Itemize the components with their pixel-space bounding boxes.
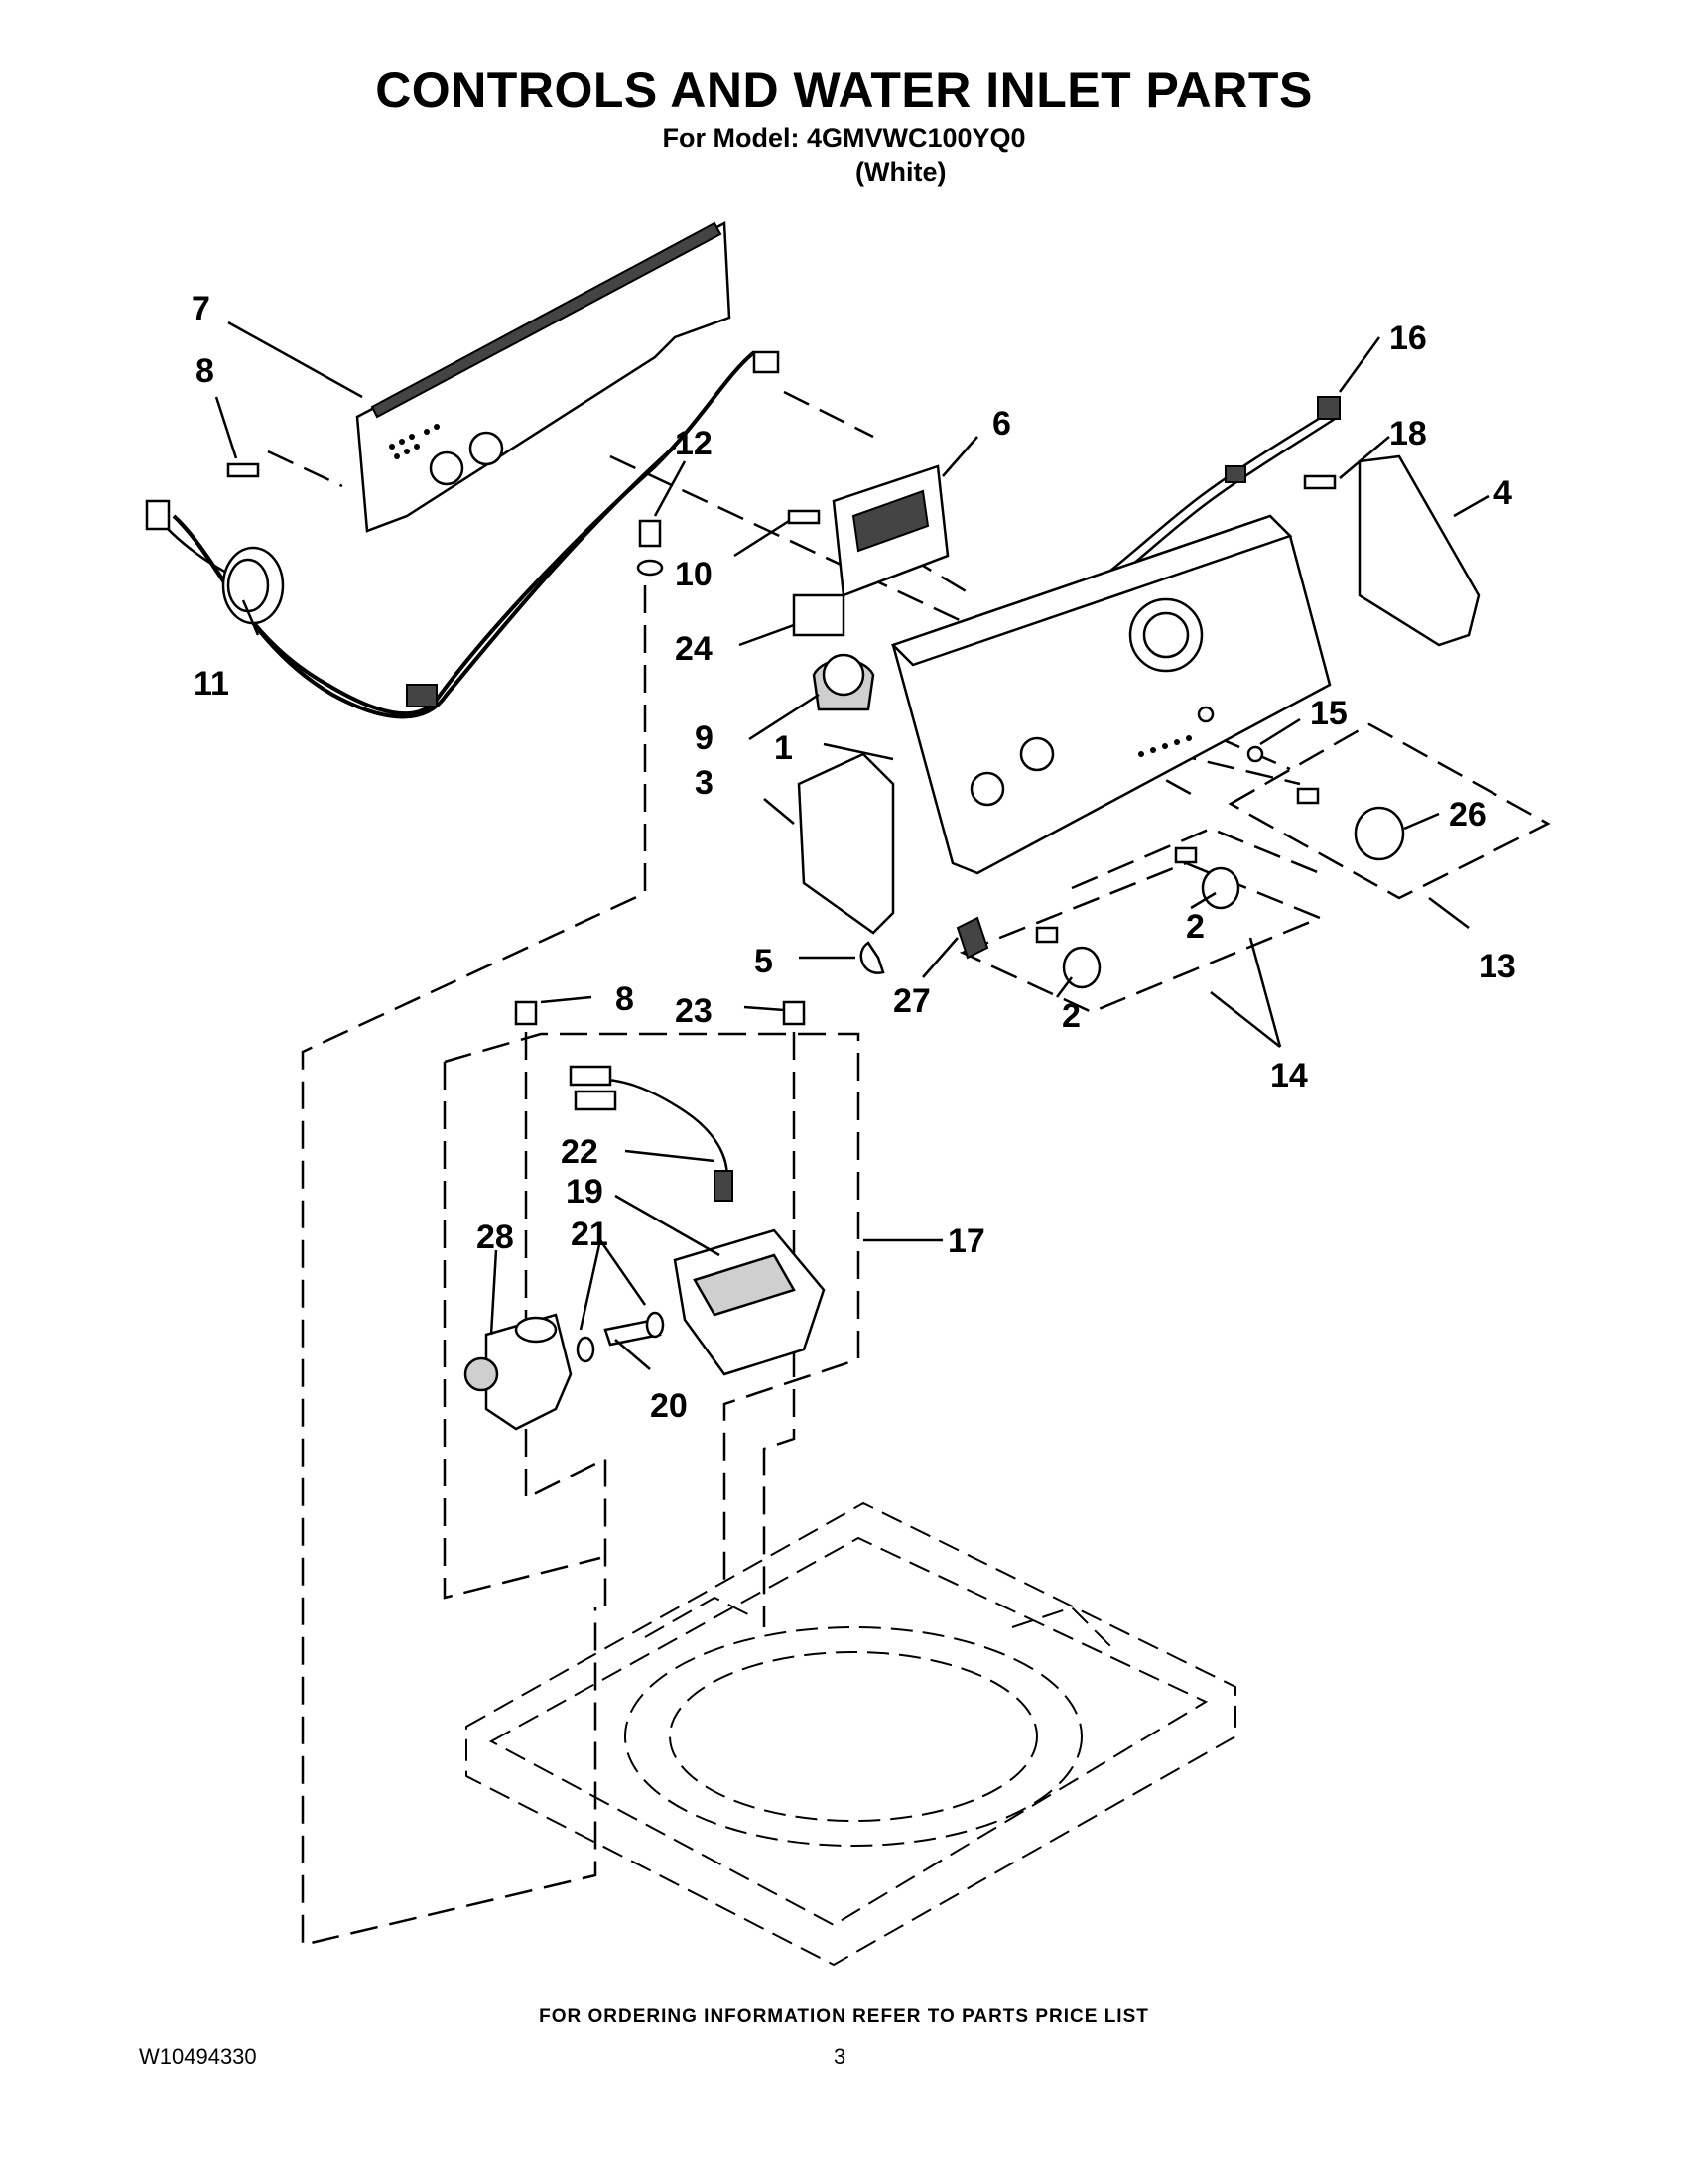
power-cord-harness (145, 350, 780, 719)
callout-26: 26 (1449, 796, 1487, 834)
callout-leaders (214, 321, 1490, 1370)
callout-21: 21 (571, 1216, 608, 1253)
callout-2-lower: 2 (1062, 997, 1081, 1035)
callout-2-upper: 2 (1186, 908, 1205, 946)
callout-28: 28 (476, 1219, 514, 1256)
ordering-note: FOR ORDERING INFORMATION REFER TO PARTS … (539, 2006, 1149, 2027)
clip-and-overlay (859, 916, 989, 974)
callout-6: 6 (992, 405, 1011, 443)
color-line: (White) (855, 157, 947, 187)
switches (792, 593, 875, 711)
page-title: CONTROLS AND WATER INLET PARTS (375, 63, 1313, 118)
cabinet-base (465, 1501, 1236, 1967)
callout-20: 20 (650, 1387, 688, 1425)
console-end-cap-left (797, 752, 895, 935)
callout-15: 15 (1310, 695, 1348, 732)
knobs (1035, 745, 1405, 989)
callout-23: 23 (675, 992, 713, 1030)
callout-numbers: 7 8 11 12 6 16 18 4 10 24 9 1 3 15 26 2 … (192, 290, 1516, 1425)
callout-19: 19 (566, 1173, 603, 1211)
rear-console-panel (355, 220, 731, 533)
callout-8: 8 (195, 352, 214, 390)
callout-14: 14 (1270, 1057, 1308, 1094)
callout-24: 24 (675, 630, 713, 668)
callout-17: 17 (948, 1222, 985, 1260)
callout-22: 22 (561, 1133, 598, 1171)
document-number: W10494330 (139, 2044, 257, 2069)
callout-3: 3 (695, 764, 714, 802)
callout-1: 1 (774, 729, 793, 767)
callout-13: 13 (1479, 948, 1516, 985)
callout-18: 18 (1389, 415, 1427, 452)
callout-12: 12 (675, 425, 713, 462)
callout-5: 5 (754, 943, 773, 980)
callout-10: 10 (675, 556, 713, 593)
callout-4: 4 (1493, 474, 1512, 512)
model-line: For Model: 4GMVWC100YQ0 (662, 123, 1026, 153)
page-number: 3 (834, 2044, 846, 2069)
callout-11: 11 (194, 665, 229, 703)
callout-8-lower: 8 (615, 980, 634, 1018)
control-console (890, 514, 1332, 875)
water-inlet-assembly (463, 1065, 826, 1431)
assembly-dashed-lines (267, 390, 1551, 1947)
callout-16: 16 (1389, 320, 1427, 357)
screws (226, 462, 1337, 1026)
console-end-cap-right (1358, 454, 1481, 647)
callout-27: 27 (893, 982, 931, 1020)
callout-9: 9 (695, 719, 714, 757)
control-board (832, 464, 950, 597)
callout-7: 7 (192, 290, 210, 327)
